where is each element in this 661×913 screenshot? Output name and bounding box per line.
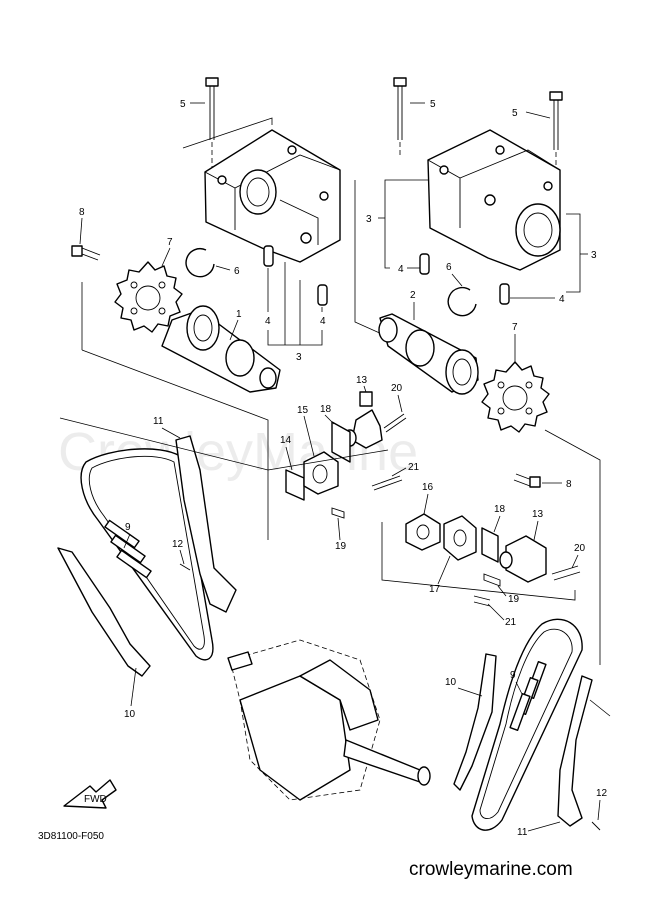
right-camshaft-housing bbox=[427, 129, 561, 271]
lower-small-bolt bbox=[473, 595, 491, 607]
callout-2: 2 bbox=[410, 290, 416, 301]
left-tensioner-bolt bbox=[371, 475, 403, 491]
fwd-arrow-icon: FWD bbox=[63, 779, 117, 809]
lower-tensioner-gasket bbox=[481, 527, 499, 563]
callout-10: 10 bbox=[124, 709, 136, 720]
lower-tensioner-pin bbox=[483, 573, 501, 587]
callout-5: 5 bbox=[512, 108, 518, 119]
callout-8: 8 bbox=[79, 207, 85, 218]
right-guide-bolt bbox=[591, 821, 601, 831]
left-bolt bbox=[205, 77, 219, 168]
callout-12: 12 bbox=[596, 788, 608, 799]
right-cam-chain bbox=[471, 618, 583, 831]
left-chain-links bbox=[104, 519, 152, 579]
right-bolt bbox=[393, 77, 407, 158]
callout-12: 12 bbox=[172, 539, 184, 550]
lower-tensioner-cap bbox=[405, 513, 441, 551]
right-guide-10 bbox=[453, 653, 497, 791]
callout-20: 20 bbox=[391, 383, 403, 394]
left-guide-10 bbox=[57, 547, 151, 677]
left-guide-bolt bbox=[179, 563, 191, 571]
callout-4: 4 bbox=[320, 316, 326, 327]
callout-9: 9 bbox=[125, 522, 131, 533]
callout-4: 4 bbox=[265, 316, 271, 327]
left-camshaft-housing bbox=[204, 129, 341, 263]
callout-18: 18 bbox=[494, 504, 506, 515]
callout-1: 1 bbox=[236, 309, 242, 320]
callout-21: 21 bbox=[408, 462, 420, 473]
right-circlip bbox=[447, 286, 477, 317]
lower-tensioner-bolt bbox=[551, 565, 581, 581]
callout-17: 17 bbox=[429, 584, 441, 595]
left-tensioner-pin bbox=[331, 507, 345, 519]
fwd-label: FWD bbox=[84, 794, 107, 805]
callout-19: 19 bbox=[508, 594, 520, 605]
upper-tensioner-gasket bbox=[331, 421, 351, 463]
left-tensioner-guide-11 bbox=[175, 435, 237, 613]
right-dowel-pin bbox=[499, 283, 510, 305]
callout-6: 6 bbox=[234, 266, 240, 277]
callout-16: 16 bbox=[422, 482, 434, 493]
callout-19: 19 bbox=[335, 541, 347, 552]
callout-21: 21 bbox=[505, 617, 517, 628]
right-cam-sprocket bbox=[481, 361, 550, 433]
upper-tensioner-bolt bbox=[383, 413, 407, 433]
diagram-code: 3D81100-F050 bbox=[38, 831, 104, 842]
callout-7: 7 bbox=[167, 237, 173, 248]
left-dowel-pin bbox=[317, 284, 328, 306]
callout-14: 14 bbox=[280, 435, 292, 446]
callout-5: 5 bbox=[180, 99, 186, 110]
left-sprocket-bolt bbox=[71, 245, 101, 261]
right-sprocket-bolt bbox=[513, 473, 541, 488]
right-dowel-pin bbox=[419, 253, 430, 275]
callout-4: 4 bbox=[398, 264, 404, 275]
callout-3: 3 bbox=[296, 352, 302, 363]
right-chain-links bbox=[509, 661, 547, 731]
callout-3: 3 bbox=[591, 250, 597, 261]
left-cam-sprocket bbox=[114, 261, 183, 333]
lower-tensioner bbox=[499, 535, 547, 583]
callout-20: 20 bbox=[574, 543, 586, 554]
callout-5: 5 bbox=[430, 99, 436, 110]
left-cam-chain bbox=[80, 448, 214, 661]
callout-4: 4 bbox=[559, 294, 565, 305]
callout-13: 13 bbox=[356, 375, 368, 386]
callout-9: 9 bbox=[510, 670, 516, 681]
callout-11: 11 bbox=[517, 827, 528, 838]
left-camshaft bbox=[161, 305, 281, 393]
crankshaft bbox=[227, 639, 431, 801]
right-tensioner-guide-11 bbox=[557, 675, 593, 827]
callout-13: 13 bbox=[532, 509, 544, 520]
callout-15: 15 bbox=[297, 405, 309, 416]
left-tensioner-gasket bbox=[285, 469, 305, 501]
callout-11: 11 bbox=[153, 416, 164, 427]
left-circlip bbox=[185, 247, 215, 278]
callout-7: 7 bbox=[512, 322, 518, 333]
callout-8: 8 bbox=[566, 479, 572, 490]
left-dowel-pin bbox=[263, 245, 274, 267]
callout-3: 3 bbox=[366, 214, 372, 225]
right-camshaft bbox=[378, 313, 479, 395]
callout-18: 18 bbox=[320, 404, 332, 415]
website-caption: crowleymarine.com bbox=[409, 859, 573, 880]
lower-tensioner-body bbox=[443, 515, 477, 561]
right-bolt bbox=[549, 91, 563, 168]
callout-10: 10 bbox=[445, 677, 457, 688]
callout-6: 6 bbox=[446, 262, 452, 273]
